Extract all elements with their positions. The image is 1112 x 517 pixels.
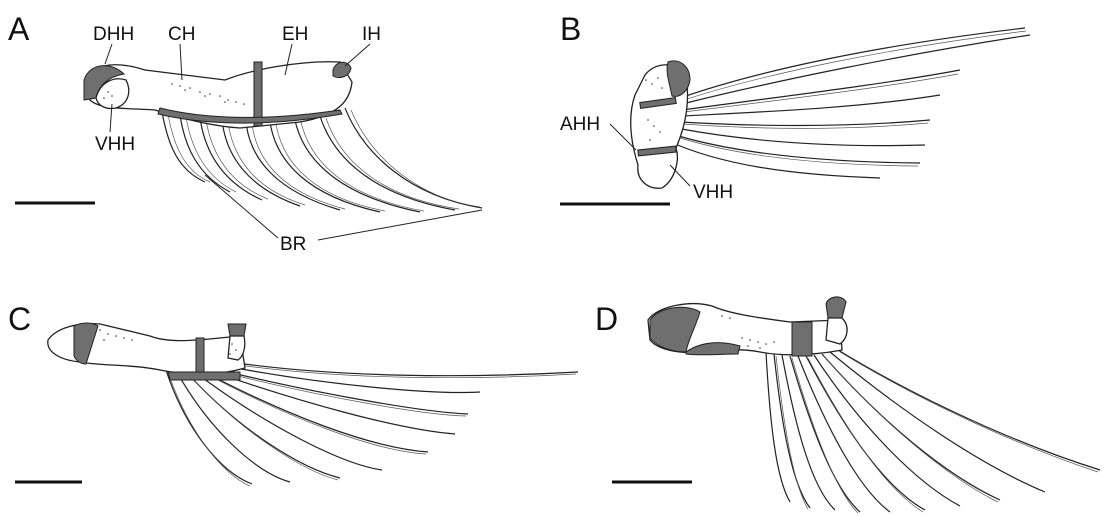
label-ch: CH — [168, 24, 195, 45]
branchiostegal-rays-b — [666, 28, 1030, 178]
panel-letter-b: B — [560, 11, 581, 47]
label-ahh: AHH — [560, 114, 600, 135]
cartilage-band-c — [196, 338, 204, 374]
label-eh: EH — [282, 24, 308, 45]
label-vhh-a: VHH — [95, 134, 135, 155]
label-vhh-b: VHH — [693, 182, 733, 203]
label-dhh: DHH — [93, 24, 134, 45]
label-br: BR — [280, 234, 306, 255]
label-ih: IH — [362, 24, 381, 45]
cartilage-band-a — [254, 62, 262, 126]
branchiostegal-rays-d — [766, 350, 1100, 513]
panel-letter-a: A — [8, 11, 30, 47]
ceratohyal-edge-c — [168, 372, 240, 380]
interhyal-c — [228, 324, 246, 336]
interhyal-d — [826, 297, 846, 318]
panel-a: A — [8, 11, 482, 255]
panel-letter-c: C — [8, 301, 31, 337]
panel-d: D — [595, 297, 1100, 513]
cartilage-band-d — [792, 322, 812, 356]
interhyal-bone-d — [826, 318, 847, 344]
panel-c: C — [8, 301, 578, 486]
interhyal-bone-c — [228, 336, 245, 360]
panel-letter-d: D — [595, 301, 618, 337]
branchiostegal-rays-c — [166, 362, 578, 486]
panel-b: B AHH VHH — [560, 11, 1030, 204]
